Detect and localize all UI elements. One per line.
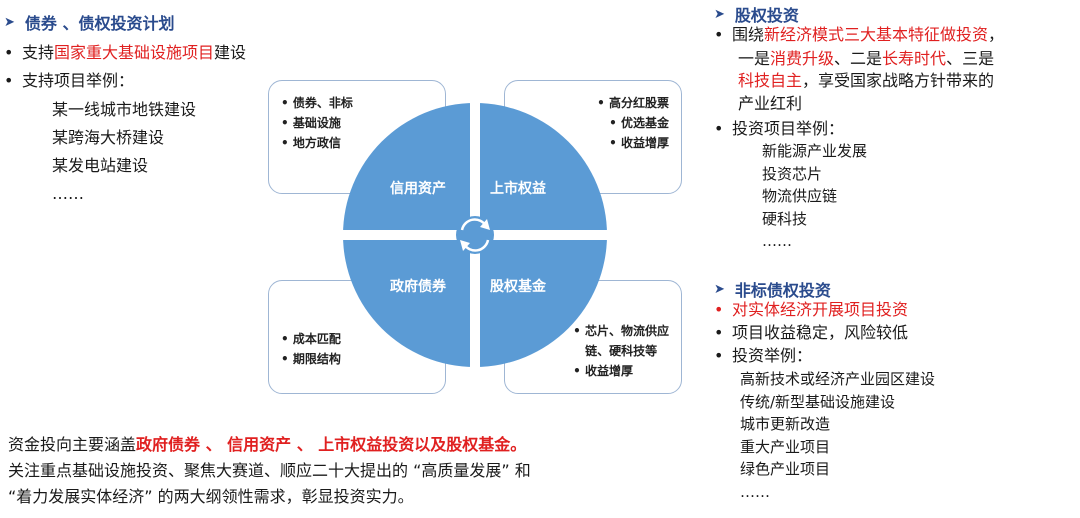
bullet-dot-icon: • bbox=[714, 323, 724, 342]
bullet-dot-icon: • bbox=[714, 346, 724, 365]
bullet-dot-icon: • bbox=[714, 119, 724, 138]
list-item: 高新技术或经济产业园区建设 bbox=[740, 370, 936, 388]
arrow-bullet-icon: ➤ bbox=[4, 14, 15, 30]
equity-bullet-1-line-2: 一是消费升级 、二是长寿时代 、三是 bbox=[738, 49, 995, 68]
left-bullet-2: • 支持项目举例： bbox=[4, 71, 135, 90]
arrow-head-icon bbox=[460, 240, 470, 251]
debt-bullet-2: • 项目收益稳定，风险较低 bbox=[714, 323, 909, 342]
list-item: 某跨海大桥建设 bbox=[52, 128, 165, 147]
nonstandard-debt-section-title: ➤ 非标债权投资 bbox=[714, 281, 831, 300]
quadrant-label-listed-equity: 上市权益 bbox=[490, 181, 546, 197]
list-item: 传统/新型基础设施建设 bbox=[740, 392, 896, 411]
equity-bullet-1-line-3: 科技自主，享受国家战略方针带来的 bbox=[738, 71, 995, 90]
arrow-bullet-icon: ➤ bbox=[714, 281, 725, 297]
list-item: 某发电站建设 bbox=[52, 156, 149, 175]
list-item: …… bbox=[52, 184, 84, 203]
equity-example-list: 新能源产业发展 投资芯片 物流供应链 硬科技 …… bbox=[762, 140, 867, 253]
equity-bullet-2: • 投资项目举例： bbox=[714, 119, 845, 138]
summary-line-2: 关注重点基础设施投资、聚焦大赛道、顺应二十大提出的 “高质量发展” 和 bbox=[8, 461, 531, 480]
list-item: …… bbox=[740, 482, 770, 501]
bullet-dot-icon: • bbox=[714, 25, 724, 44]
list-item: …… bbox=[762, 232, 792, 250]
list-item: 某一线城市地铁建设 bbox=[52, 100, 197, 119]
debt-bullet-3: • 投资举例： bbox=[714, 346, 813, 365]
left-example-list: 某一线城市地铁建设 某跨海大桥建设 某发电站建设 …… bbox=[52, 96, 196, 208]
summary-line-1: 资金投向主要涵盖政府债券 、 信用资产 、 上市权益投资以及股权基金。 bbox=[8, 435, 527, 454]
arrow-head-icon bbox=[480, 219, 490, 230]
list-item: 绿色产业项目 bbox=[740, 460, 831, 478]
summary-line-3: “着力发展实体经济” 的两大纲领性需求，彰显投资实力。 bbox=[8, 487, 414, 506]
left-bullet-1: • 支持国家重大基础设施项目建设 bbox=[4, 43, 247, 62]
list-item: 重大产业项目 bbox=[740, 437, 831, 456]
list-item: 硬科技 bbox=[762, 209, 808, 228]
debt-example-list: 高新技术或经济产业园区建设 传统/新型基础设施建设 城市更新改造 重大产业项目 … bbox=[740, 368, 935, 503]
equity-section-title: ➤ 股权投资 bbox=[714, 6, 799, 25]
debt-bullet-1: • 对实体经济开展项目投资 bbox=[714, 300, 909, 319]
bullet-dot-icon: • bbox=[714, 300, 724, 319]
equity-bullet-1: • 围绕新经济模式三大基本特征做投资， bbox=[714, 25, 1005, 44]
bullet-dot-icon: • bbox=[4, 43, 14, 62]
center-hub bbox=[456, 216, 494, 254]
list-item: 城市更新改造 bbox=[740, 415, 831, 433]
list-item: 投资芯片 bbox=[762, 164, 823, 183]
bullet-dot-icon: • bbox=[4, 71, 14, 90]
quadrant-circle bbox=[340, 100, 610, 370]
quadrant-label-credit-assets: 信用资产 bbox=[390, 181, 446, 197]
list-item: 新能源产业发展 bbox=[762, 142, 868, 160]
arrow-bullet-icon: ➤ bbox=[714, 6, 725, 22]
list-item: 物流供应链 bbox=[762, 187, 838, 205]
left-section-title: ➤ 债券 、债权投资计划 bbox=[4, 10, 174, 34]
left-title-text: 债券 、债权投资计划 bbox=[24, 14, 175, 33]
quadrant-label-gov-bonds: 政府债券 bbox=[390, 279, 446, 295]
equity-bullet-1-line-4: 产业红利 bbox=[738, 94, 803, 113]
quadrant-label-equity-fund: 股权基金 bbox=[490, 279, 546, 295]
